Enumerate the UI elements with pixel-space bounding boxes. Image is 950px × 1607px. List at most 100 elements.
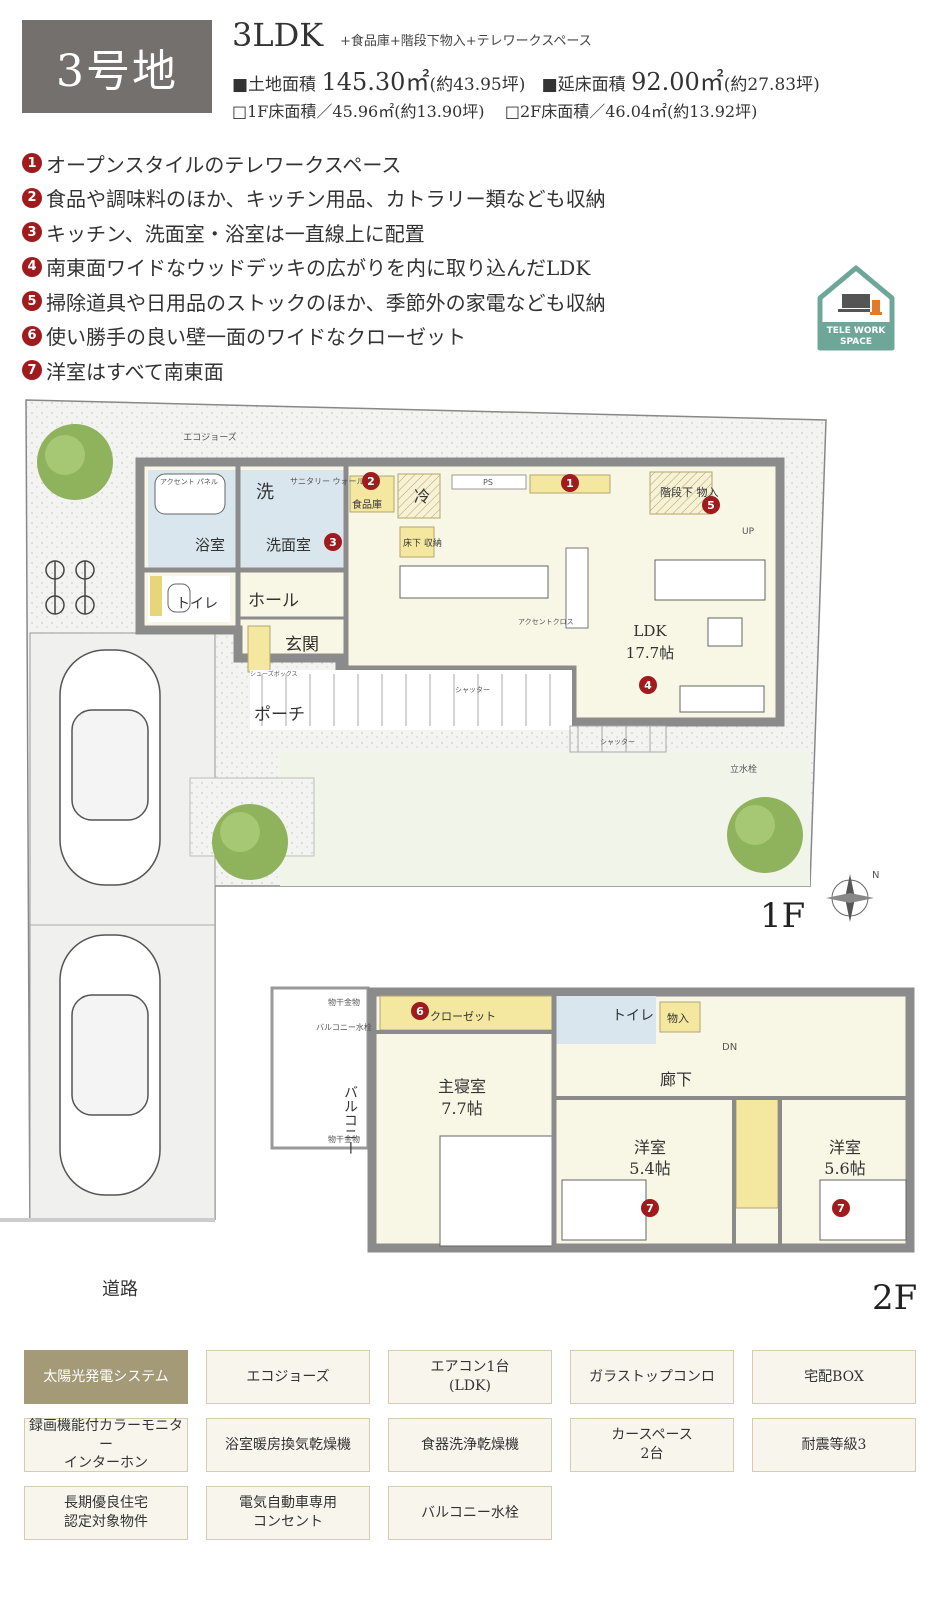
feature-number: 5 [22,291,42,312]
label-balcony: バルコニー [342,1085,358,1155]
label-accent-cross: アクセントクロス [518,618,574,626]
bicycle-icon [45,560,95,615]
label-bath: 浴室 [195,536,225,554]
label-hall: ホール [248,591,299,611]
f1-area: □1F床面積／45.96㎡(約13.90坪) [232,102,485,121]
land-area-value: 145.30㎡ [321,68,430,96]
option-balcony-faucet: バルコニー水栓 [388,1486,552,1540]
option-solar: 太陽光発電システム [24,1350,188,1404]
svg-text:3: 3 [329,536,337,549]
marker-3: 3 [324,533,342,551]
option-long-life-house: 長期優良住宅認定対象物件 [24,1486,188,1540]
label-porch: ポーチ [254,705,305,725]
tree-icon [212,804,288,880]
feature-text: 掃除道具や日用品のストックのほか、季節外の家電なども収納 [46,290,606,315]
floor-area-label: ■延床面積 [541,75,626,95]
marker-1: 1 [561,474,579,492]
label-washer: 洗 [256,482,274,503]
label-washroom: 洗面室 [266,536,311,554]
feature-number: 3 [22,222,42,243]
label-ps: PS [483,478,493,487]
feature-text: 洋室はすべて南東面 [46,359,224,384]
car-icon [59,649,161,886]
land-area-label: ■土地面積 [232,75,317,95]
floor-areas: □1F床面積／45.96㎡(約13.90坪) □2F床面積／46.04㎡(約13… [232,98,757,122]
telework-badge-line2: SPACE [840,337,872,347]
marker-5: 5 [702,496,720,514]
svg-text:N: N [872,870,879,881]
label-sanitary-wall: サニタリー ウォール [290,477,365,486]
marker-7: 7 [832,1199,850,1217]
feature-number: 6 [22,325,42,346]
floor2-label: 2F [872,1278,918,1318]
land-area-tsubo: (約43.95坪) [429,75,526,95]
floor1-label: 1F [760,896,806,936]
label-balcony-faucet: バルコニー水栓 [316,1022,372,1032]
floor-plan: 道路 [0,399,950,1340]
svg-text:1: 1 [566,477,574,490]
label-ldk-size: 17.7帖 [626,644,674,662]
label-fridge: 冷 [414,487,430,506]
label-corridor: 廊下 [660,1070,692,1089]
label-clothes-hanger: 物干金物 [328,1134,360,1144]
road-label: 道路 [102,1279,138,1300]
label-shutter: シャッター [455,685,490,694]
label-dn: DN [722,1042,737,1053]
label-western-room-1: 洋室 [634,1138,666,1157]
label-entrance: 玄関 [285,635,319,655]
floor2-house [270,986,915,1253]
option-eco-jozu: エコジョーズ [206,1350,370,1404]
option-ev-outlet: 電気自動車専用コンセント [206,1486,370,1540]
svg-text:4: 4 [644,679,652,692]
marker-4: 4 [639,676,657,694]
svg-text:2: 2 [367,475,375,488]
telework-badge-line1: TELE WORK [827,326,887,336]
feature-text: 南東面ワイドなウッドデッキの広がりを内に取り込んだLDK [46,256,591,281]
label-closet: クローゼット [430,1010,496,1023]
label-underfloor-storage: 床下 収納 [403,537,442,549]
label-under-stair-storage: 階段下 物入 [660,485,719,499]
marker-6: 6 [411,1002,429,1020]
label-master-bedroom: 主寝室 [438,1077,486,1096]
plan-extras: +食品庫+階段下物入+テレワークスペース [340,34,592,49]
label-ldk: LDK [633,622,667,640]
label-toilet-1f: トイレ [176,596,218,612]
svg-text:5: 5 [707,499,715,512]
svg-text:7: 7 [837,1202,845,1215]
option-glass-stove: ガラストップコンロ [570,1350,734,1404]
option-dishwasher: 食器洗浄乾燥機 [388,1418,552,1472]
feature-text: 使い勝手の良い壁一面のワイドなクローゼット [46,325,466,350]
label-accent-panel: アクセント パネル [160,478,218,486]
option-bath-dryer: 浴室暖房換気乾燥機 [206,1418,370,1472]
label-up: UP [742,527,755,537]
feature-number: 2 [22,187,42,208]
label-pantry: 食品庫 [352,498,382,511]
label-western-room-2: 洋室 [829,1138,861,1157]
floor1-house [135,457,785,753]
f2-area: □2F床面積／46.04㎡(約13.92坪) [504,102,758,121]
tree-icon [727,797,803,873]
label-storage-2f: 物入 [667,1011,689,1025]
telework-badge-icon: TELE WORK SPACE [817,265,895,351]
lot-number: 3号地 [56,45,178,97]
option-aircon: エアコン1台(LDK) [388,1350,552,1404]
label-eco: エコジョーズ [183,431,237,443]
label-shutter: シャッター [600,737,635,746]
compass-icon: N [826,870,879,922]
svg-text:7: 7 [646,1202,654,1215]
feature-text: 食品や調味料のほか、キッチン用品、カトラリー類なども収納 [46,187,606,212]
marker-2: 2 [362,472,380,490]
feature-text: オープンスタイルのテレワークスペース [46,152,402,177]
area-summary: ■土地面積 145.30㎡(約43.95坪) ■延床面積 92.00㎡(約27.… [232,62,820,97]
feature-number: 7 [22,360,42,381]
label-western-room-2-size: 5.6帖 [824,1159,865,1178]
